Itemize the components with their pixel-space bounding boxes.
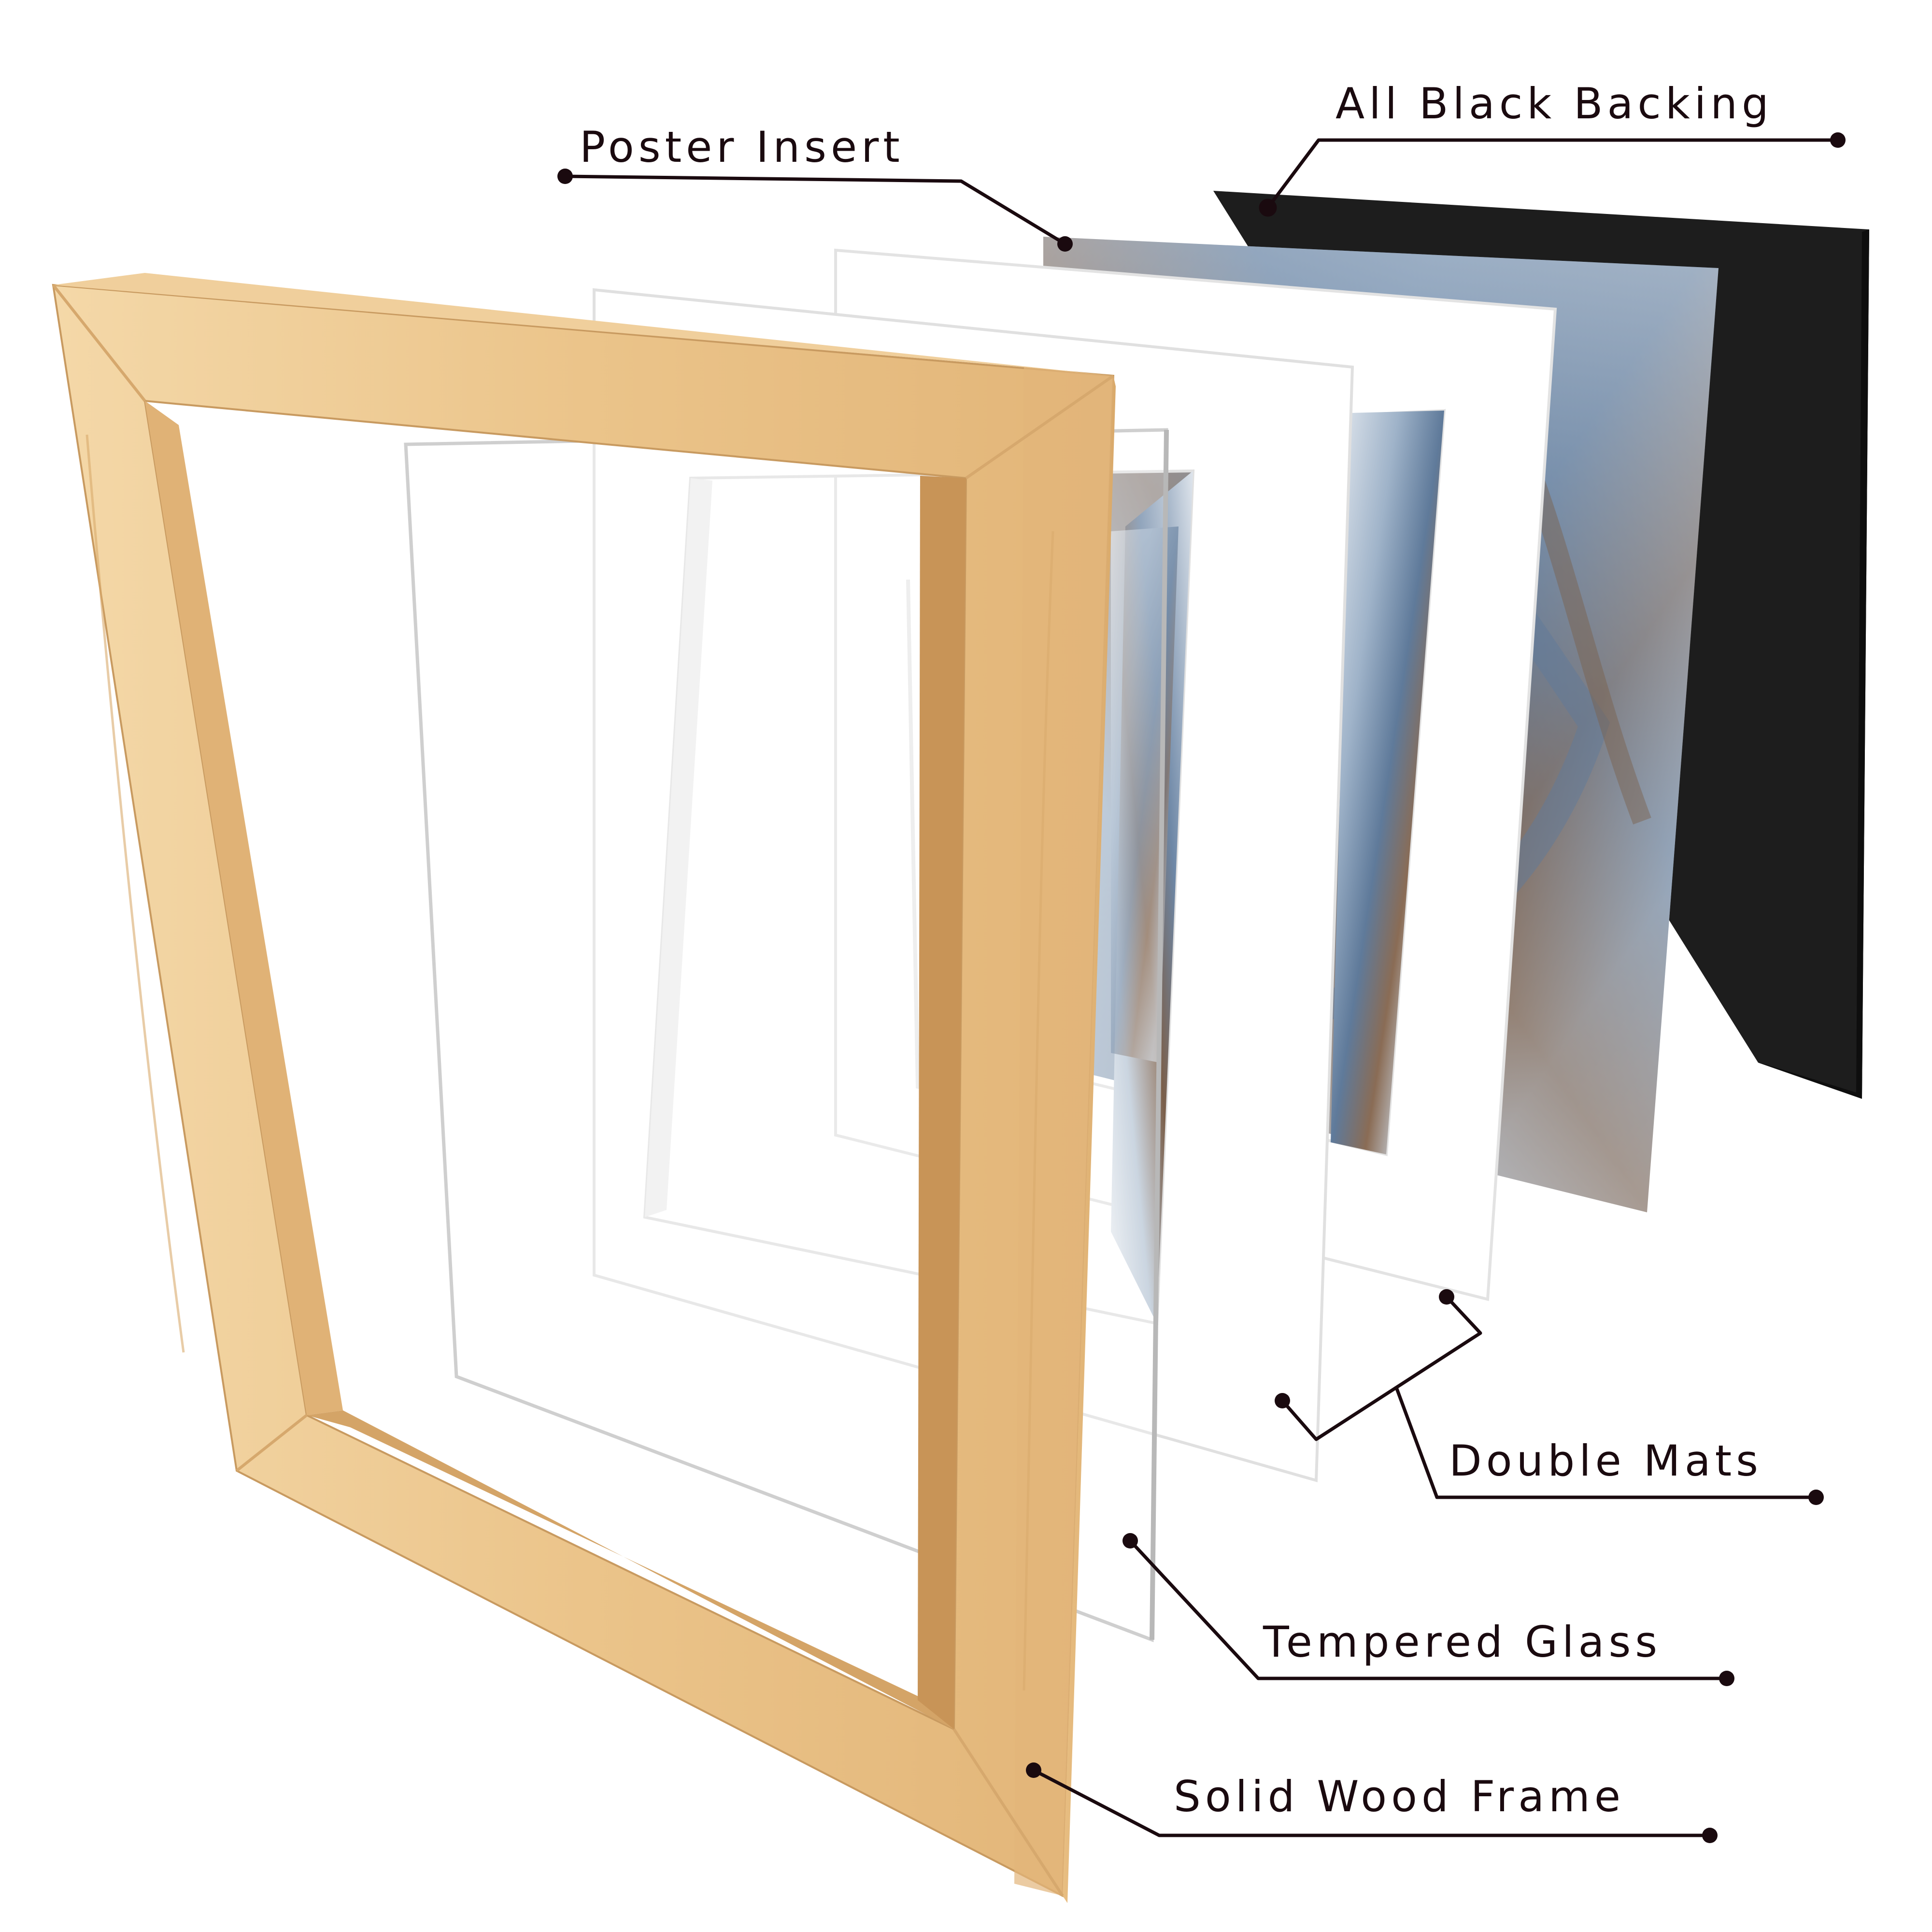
solid-wood-frame	[52, 273, 1116, 1903]
callout-poster-insert: Poster Insert	[557, 122, 1073, 252]
label-double-mats: Double Mats	[1449, 1436, 1762, 1486]
front-mat-panel	[593, 288, 1354, 1482]
callout-all-black-backing: All Black Backing	[1259, 79, 1846, 217]
callout-tempered-glass: Tempered Glass	[1122, 1533, 1734, 1686]
label-tempered-glass: Tempered Glass	[1263, 1617, 1662, 1667]
label-solid-wood-frame: Solid Wood Frame	[1174, 1772, 1625, 1821]
callout-double-mats: Double Mats	[1275, 1289, 1824, 1505]
label-poster-insert: Poster Insert	[580, 122, 904, 172]
label-all-black-backing: All Black Backing	[1335, 79, 1773, 128]
callout-solid-wood-frame: Solid Wood Frame	[1026, 1762, 1718, 1843]
